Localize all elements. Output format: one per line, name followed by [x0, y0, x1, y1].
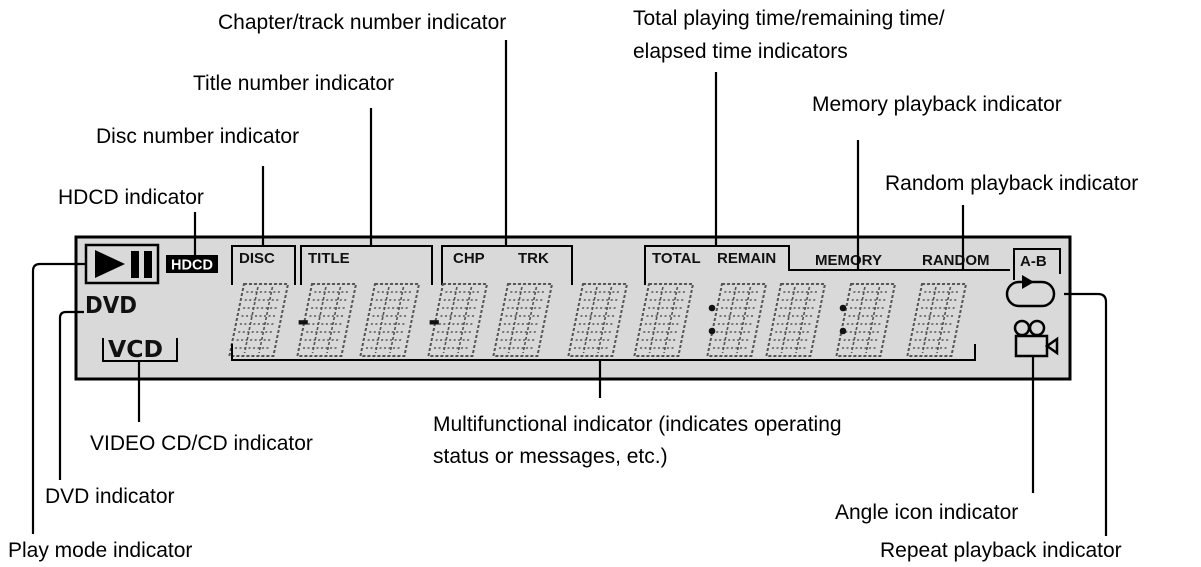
camera-icon [1013, 319, 1059, 358]
dash-separator-1: - [297, 304, 309, 339]
callout-chapter-track: Chapter/track number indicator [218, 11, 506, 34]
callout-play-mode: Play mode indicator [8, 539, 192, 562]
callout-memory-playback: Memory playback indicator [812, 93, 1062, 116]
hdcd-badge-text: HDCD [171, 258, 213, 274]
callout-title-number: Title number indicator [193, 72, 394, 95]
callout-repeat-playback: Repeat playback indicator [880, 539, 1122, 562]
callout-angle-icon: Angle icon indicator [835, 501, 1018, 524]
chp-label: CHP [453, 250, 485, 267]
memory-label: MEMORY [815, 252, 882, 269]
hdcd-badge: HDCD [166, 255, 218, 274]
ab-label: A-B [1020, 253, 1047, 270]
remain-label: REMAIN [717, 250, 776, 267]
callout-total-time-line2: elapsed time indicators [633, 40, 848, 63]
leader-lines [31, 40, 1108, 536]
callout-random-playback: Random playback indicator [885, 172, 1138, 195]
colon-separator-2 [839, 304, 847, 335]
callout-multifunctional-line2: status or messages, etc.) [433, 445, 668, 468]
callout-dvd: DVD indicator [45, 485, 175, 508]
colon-separator-1 [708, 304, 716, 335]
segment-digit [427, 283, 489, 357]
callout-video-cd: VIDEO CD/CD indicator [90, 432, 313, 455]
title-bracket [300, 245, 433, 285]
callout-disc-number: Disc number indicator [96, 125, 299, 148]
total-remain-bracket [644, 245, 1010, 285]
segment-digit [835, 283, 897, 357]
dvd-label: DVD [85, 293, 137, 319]
callout-hdcd: HDCD indicator [58, 186, 204, 209]
title-label: TITLE [308, 250, 350, 267]
callout-multifunctional-line1: Multifunctional indicator (indicates ope… [433, 413, 842, 436]
total-label: TOTAL [652, 250, 701, 267]
repeat-icon: A-B [1005, 248, 1061, 308]
disc-label: DISC [239, 250, 275, 267]
trk-label: TRK [518, 250, 549, 267]
callout-total-time-line1: Total playing time/remaining time/ [633, 7, 945, 30]
random-label: RANDOM [922, 252, 990, 269]
vcd-label: VCD [108, 337, 163, 363]
dash-separator-2: - [428, 304, 440, 339]
multifunction-bracket [231, 344, 976, 361]
